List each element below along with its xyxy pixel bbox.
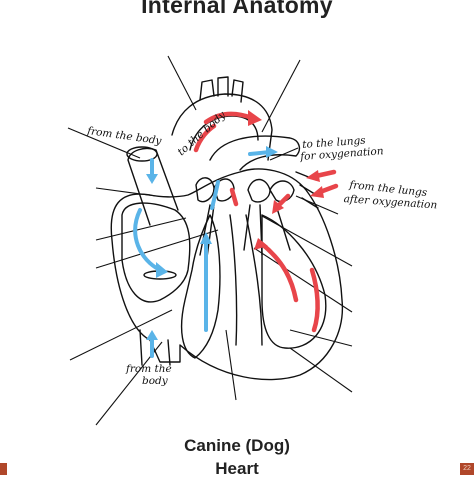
- blue-arrow-ra-head: [156, 262, 168, 278]
- red-arrow-lv-wall: [309, 267, 320, 333]
- red-arrow-lungs-in-1-head: [306, 170, 320, 182]
- corner-tab-left: [0, 463, 7, 475]
- caption-line-1: Canine (Dog): [184, 436, 290, 455]
- blue-arrow-pa-head: [266, 146, 278, 158]
- blue-arrow-valve: [210, 180, 220, 210]
- red-arrow-arch: [193, 123, 217, 153]
- chordae: [199, 204, 291, 266]
- right-ventricle: [180, 214, 221, 359]
- blue-arrow-rv-head: [200, 232, 212, 244]
- pulmonary-trunk: [209, 135, 301, 171]
- leader-line-right-4: [289, 347, 353, 393]
- page-title: Internal Anatomy: [141, 0, 333, 18]
- label-from-body-bottom-1: from the: [126, 363, 172, 375]
- leader-line-left-1: [95, 187, 157, 197]
- leader-line-right-3: [289, 329, 353, 347]
- left-ventricle: [261, 214, 327, 349]
- red-arrow-lv: [259, 241, 299, 303]
- vena-cava-opening: [126, 146, 158, 162]
- leader-line-left-3: [95, 229, 219, 269]
- red-arrow-lungs-in-1: [313, 169, 337, 179]
- caption-line-2: Heart: [215, 459, 259, 478]
- blue-arrow-ra: [133, 208, 162, 272]
- leader-line-aorta: [167, 55, 197, 111]
- inferior-vena-cava: [139, 329, 171, 366]
- leader-line-lungs-top: [269, 147, 299, 161]
- leader-line-left-2: [95, 217, 187, 241]
- leader-line-right-1: [261, 215, 353, 267]
- red-arrow-lungs-in-2-head: [310, 186, 324, 198]
- leader-line-lungs: [295, 195, 339, 215]
- label-from-body-bottom-2: body: [142, 375, 168, 387]
- aortic-branches: [199, 76, 244, 103]
- red-arrow-la-head: [272, 200, 284, 214]
- red-arrow-lv-head: [254, 238, 268, 250]
- leader-line-bottom: [225, 329, 237, 401]
- blue-arrow-svc-head: [146, 174, 158, 184]
- leader-line-from-body: [67, 127, 141, 159]
- red-arrow-la: [275, 193, 291, 209]
- interventricular-septum: [229, 214, 263, 346]
- leader-line-pulmonary: [261, 59, 301, 133]
- red-arrow-aorta: [203, 111, 255, 125]
- red-arrow-valve: [229, 187, 239, 207]
- leader-line-right-2: [253, 247, 353, 313]
- right-atrium: [121, 202, 191, 303]
- page-number: 22: [460, 463, 474, 475]
- leader-line-left-4: [69, 309, 173, 361]
- red-arrow-aorta-head: [248, 110, 262, 126]
- blue-arrow-ivc-head: [146, 330, 158, 340]
- valve-left: [195, 177, 235, 203]
- heart-outline: [110, 168, 344, 381]
